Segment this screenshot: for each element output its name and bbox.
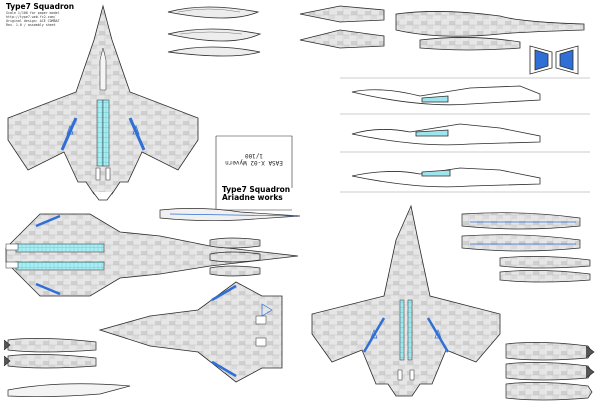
side-profile-parts [351,85,541,188]
credits-line-2: http://type7.web.fc2.com/ [6,15,56,19]
pod-parts-lower-left [3,338,97,369]
pod-parts-lower-right [505,342,595,401]
wing-strip-part [159,208,301,222]
credits-line-1: Scale 1/100 for paper model [6,11,60,15]
credits-bottom-subtitle: Ariadne works [222,193,283,202]
bowtie-tab-icon [529,45,579,75]
canopy-parts-top [167,6,262,57]
top-view-lower-right-details [362,299,450,381]
pilot-label-card: EASA X-02 Wyvern 1/100 Type7 Squadron Ar… [215,135,293,211]
cut-guide-lines [340,77,590,193]
top-view-lower-center [98,281,283,383]
top-view-lower-center-details [211,284,273,378]
top-view-upper-left-details [60,47,146,181]
credits-block: Type7 Squadron Scale 1/100 for paper mod… [6,3,75,27]
top-view-lower-right [311,204,501,397]
credits-title: Type7 Squadron [6,3,75,11]
fuselage-side-parts-top-right [299,5,585,51]
credits-line-4: Rev. 1.0 / assembly sheet [6,23,56,27]
model-scale-label: 1/100 [244,152,264,159]
long-parts-right [461,212,591,283]
bottom-view-middle-left-details [5,214,105,296]
credits-line-3: Original design: ACE COMBAT [6,19,60,23]
wing-strip-lower-left [7,383,131,398]
credits-bottom-title: Type7 Squadron [222,186,291,194]
model-name-label: EASA X-02 Wyvern [225,159,283,166]
pod-parts-middle [209,237,261,277]
